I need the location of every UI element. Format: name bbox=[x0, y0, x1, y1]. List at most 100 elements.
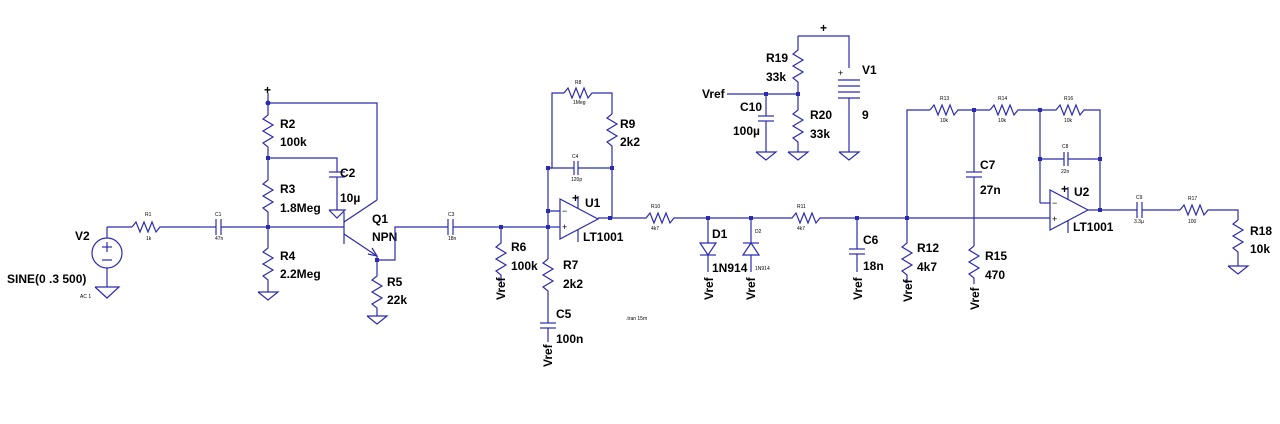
r4-name: R4 bbox=[280, 249, 296, 263]
wire-u2-out bbox=[1088, 159, 1101, 211]
r11-value: 4k7 bbox=[797, 226, 805, 232]
u1-value: LT1001 bbox=[583, 230, 624, 244]
r1-name: R1 bbox=[145, 212, 152, 218]
r16-resistor[interactable] bbox=[1040, 103, 1101, 160]
vref-d1: Vref bbox=[702, 276, 716, 300]
v2-source[interactable] bbox=[91, 227, 123, 299]
r15-name: R15 bbox=[985, 249, 1007, 263]
wire-r13-in bbox=[906, 109, 930, 218]
v1-battery[interactable] bbox=[838, 79, 861, 161]
r8-resistor[interactable] bbox=[563, 86, 613, 114]
u1-supply-sign: + bbox=[572, 191, 579, 205]
c1-value: 47n bbox=[215, 236, 224, 242]
r4-value: 2.2Meg bbox=[280, 267, 321, 281]
q1-value: NPN bbox=[372, 230, 397, 244]
u1-opamp[interactable] bbox=[559, 196, 600, 242]
r17-name: R17 bbox=[1188, 196, 1197, 202]
r20-value: 33k bbox=[810, 127, 830, 141]
tran-directive: .tran 15m bbox=[626, 316, 647, 322]
vref-c6: Vref bbox=[851, 276, 865, 300]
r6-resistor[interactable] bbox=[494, 227, 508, 283]
r14-name: R14 bbox=[998, 96, 1007, 102]
c2-capacitor[interactable] bbox=[328, 171, 347, 219]
u2-opamp[interactable] bbox=[1049, 187, 1090, 233]
wire-supply-v1 bbox=[798, 35, 850, 68]
c9-capacitor[interactable] bbox=[1100, 202, 1180, 218]
c9-name: C9 bbox=[1136, 195, 1143, 201]
r11-resistor[interactable] bbox=[751, 211, 907, 225]
r12-resistor[interactable] bbox=[900, 218, 914, 283]
r18-name: R18 bbox=[1250, 224, 1272, 238]
r5-resistor[interactable] bbox=[366, 260, 389, 325]
r19-name: R19 bbox=[766, 51, 788, 65]
u2-plus-sign: + bbox=[1052, 214, 1057, 224]
r2-name: R2 bbox=[280, 117, 296, 131]
q1-transistor[interactable] bbox=[343, 180, 379, 260]
c4-capacitor[interactable] bbox=[548, 161, 612, 175]
v1-plus-sign: + bbox=[838, 68, 843, 78]
d2-diode[interactable] bbox=[741, 218, 761, 272]
r14-resistor[interactable] bbox=[989, 103, 1040, 117]
r17-value: 100 bbox=[1188, 219, 1197, 225]
r19-resistor[interactable] bbox=[791, 36, 805, 94]
d2-value: 1N914 bbox=[755, 266, 770, 272]
v2-extra: AC 1 bbox=[80, 294, 91, 300]
c4-value: 120p bbox=[571, 177, 582, 183]
d1-value: 1N914 bbox=[712, 261, 748, 275]
c2-name: C2 bbox=[340, 166, 356, 180]
c5-capacitor[interactable] bbox=[540, 322, 556, 342]
v1-name: V1 bbox=[862, 63, 877, 77]
r3-resistor[interactable] bbox=[261, 158, 275, 227]
r7-resistor[interactable] bbox=[541, 258, 555, 323]
d1-name: D1 bbox=[712, 227, 728, 241]
c10-capacitor[interactable] bbox=[755, 94, 778, 161]
r15-value: 470 bbox=[985, 268, 1005, 282]
c9-value: 3.3µ bbox=[1134, 219, 1144, 225]
c5-name: C5 bbox=[556, 307, 572, 321]
c7-capacitor[interactable] bbox=[966, 110, 982, 246]
r19-value: 33k bbox=[766, 70, 786, 84]
r17-resistor[interactable] bbox=[1179, 203, 1239, 220]
wire-u1-minus bbox=[547, 210, 560, 227]
r11-name: R11 bbox=[797, 204, 806, 210]
r10-resistor[interactable] bbox=[612, 211, 751, 225]
q1-name: Q1 bbox=[372, 212, 388, 226]
r8-value: 1Meg bbox=[573, 100, 586, 106]
r2-resistor[interactable] bbox=[261, 103, 275, 158]
c5-value: 100n bbox=[556, 332, 583, 346]
r5-name: R5 bbox=[387, 275, 403, 289]
c7-name: C7 bbox=[980, 158, 996, 172]
r1-value: 1k bbox=[146, 236, 152, 242]
r13-resistor[interactable] bbox=[929, 103, 990, 117]
c6-capacitor[interactable] bbox=[849, 218, 865, 272]
c8-name: C8 bbox=[1062, 144, 1069, 150]
r8-name: R8 bbox=[575, 80, 582, 86]
r9-resistor[interactable] bbox=[605, 113, 619, 215]
vref-label-node: Vref bbox=[702, 87, 726, 101]
r16-value: 10k bbox=[1064, 118, 1073, 124]
r4-resistor[interactable] bbox=[257, 227, 280, 301]
r15-resistor[interactable] bbox=[967, 245, 981, 284]
r1-resistor[interactable] bbox=[131, 220, 200, 234]
v2-value: SINE(0 .3 500) bbox=[7, 272, 86, 286]
d2-name: D2 bbox=[755, 229, 762, 235]
r20-resistor[interactable] bbox=[787, 94, 810, 161]
d1-diode[interactable] bbox=[698, 218, 718, 272]
c1-capacitor[interactable] bbox=[200, 219, 268, 235]
r18-resistor[interactable] bbox=[1227, 219, 1250, 275]
r3-name: R3 bbox=[280, 182, 296, 196]
r14-value: 10k bbox=[998, 118, 1007, 124]
c3-capacitor[interactable] bbox=[447, 219, 548, 235]
r13-value: 10k bbox=[940, 118, 949, 124]
c6-value: 18n bbox=[863, 259, 884, 273]
c8-value: 22n bbox=[1061, 169, 1070, 175]
vref-r6: Vref bbox=[494, 276, 508, 300]
r3-value: 1.8Meg bbox=[280, 201, 321, 215]
r20-name: R20 bbox=[810, 108, 832, 122]
c8-capacitor[interactable] bbox=[1040, 152, 1100, 166]
r13-name: R13 bbox=[940, 96, 949, 102]
v2-name: V2 bbox=[75, 229, 90, 243]
supply-plus-top: + bbox=[820, 21, 827, 35]
supply-plus-left: + bbox=[264, 83, 271, 97]
